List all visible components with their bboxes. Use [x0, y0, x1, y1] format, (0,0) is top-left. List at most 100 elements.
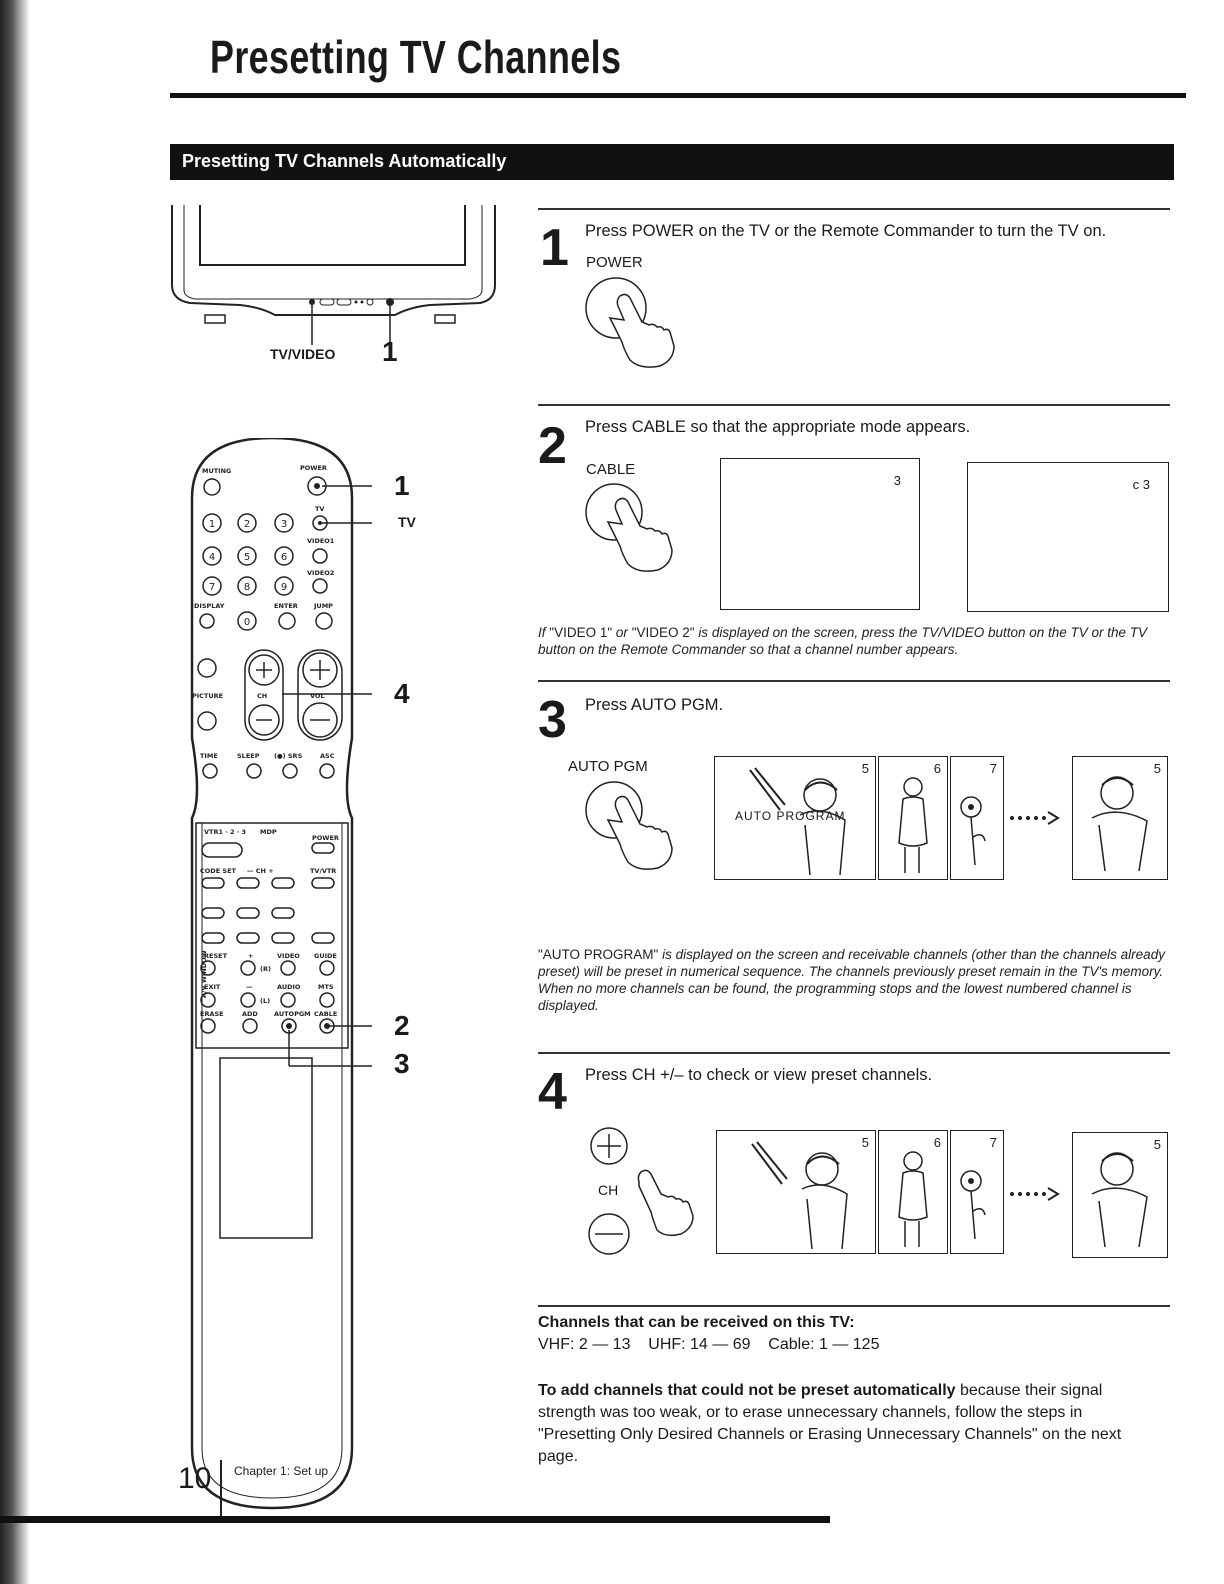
step-2-screen-a: 3	[720, 458, 920, 610]
section-header-bar: Presetting TV Channels Automatically	[170, 144, 1174, 180]
step-4-button-label: CH	[598, 1182, 619, 1198]
step-2-number: 2	[538, 417, 567, 475]
step-3-number: 3	[538, 691, 567, 749]
chapter-label: Chapter 1: Set up	[234, 1464, 329, 1478]
title-rule	[170, 93, 1186, 98]
remote-callout-1: 1	[394, 470, 410, 501]
remote-digit-5: 5	[244, 552, 250, 563]
remote-label-picture: PICTURE	[192, 692, 223, 700]
step-2-note-rest: is displayed on the screen, press the TV…	[538, 625, 1148, 657]
step-3-press-hand-icon	[585, 781, 673, 870]
remote-label-mts: MTS	[318, 983, 334, 991]
remote-label-enter: ENTER	[274, 602, 298, 610]
step-4-channel-frame-a: 5	[716, 1130, 876, 1254]
channel-ranges: VHF: 2 — 13 UHF: 14 — 69 Cable: 1 — 125	[538, 1336, 880, 1353]
remote-label-muting: MUTING	[202, 467, 231, 475]
step-4-channel-b: 6	[933, 1135, 941, 1150]
page-bottom-band	[0, 1516, 830, 1523]
step-3-text: Press AUTO PGM.	[585, 696, 724, 714]
step-1-button-label: POWER	[586, 254, 643, 271]
remote-label-exit: EXIT	[204, 983, 221, 991]
step-3-channel-a: 5	[861, 761, 869, 776]
remote-digit-6: 6	[281, 552, 287, 563]
step-2-screen-b: c 3	[967, 462, 1169, 612]
remote-label-code-set: CODE SET	[200, 867, 237, 875]
page-title: Presetting TV Channels	[210, 31, 622, 83]
add-channels-rest: because their signal strength was too we…	[538, 1382, 1122, 1465]
remote-callout-3: 3	[394, 1048, 410, 1079]
remote-label-vol: VOL	[310, 692, 325, 700]
remote-digit-7: 7	[209, 582, 215, 593]
remote-digit-3: 3	[281, 519, 287, 530]
remote-label-mdp: MDP	[260, 828, 277, 836]
remote-label-ch: CH	[257, 692, 267, 700]
remote-label-tv-vtr: TV/VTR	[310, 867, 336, 875]
step-2-text: Press CABLE so that the appropriate mode…	[585, 418, 971, 436]
step-3-channel-b: 6	[933, 761, 941, 776]
remote-label-audio: AUDIO	[277, 983, 301, 991]
remote-label-vtr-power: POWER	[312, 834, 339, 842]
step-1-rule	[538, 208, 1170, 210]
tv-front-illustration	[171, 205, 496, 345]
remote-label-guide: GUIDE	[314, 952, 337, 960]
remote-label-display: DISPLAY	[194, 602, 225, 610]
remote-digit-4: 4	[209, 552, 215, 563]
remote-digit-1: 1	[209, 519, 215, 530]
remote-label-video: VIDEO	[277, 952, 300, 960]
step-2-screen-b-channel: c 3	[1132, 477, 1150, 492]
step-4-rule	[538, 1052, 1170, 1054]
remote-digit-2: 2	[244, 519, 250, 530]
step-4-channel-d: 5	[1153, 1137, 1161, 1152]
step-2-note-or: or	[615, 625, 628, 640]
add-channels-bold: To add channels that could not be preset…	[538, 1382, 956, 1399]
step-3-sequence-arrow-icon	[1010, 811, 1060, 825]
remote-label-l: (L)	[260, 997, 270, 1005]
step-4-text: Press CH +/– to check or view preset cha…	[585, 1066, 933, 1084]
remote-label-sleep: SLEEP	[237, 752, 260, 760]
remote-commander-illustration: 1 2 3 4 5 6 7 8 9 0 MUTING POWER TV VIDE…	[190, 438, 372, 1510]
tv-callout-1: 1	[382, 336, 398, 367]
step-4-sequence-arrow-icon	[1010, 1187, 1060, 1201]
step-3-auto-program-overlay: AUTO PROGRAM	[735, 809, 846, 823]
step-2-note-video1: "VIDEO 1"	[549, 625, 613, 640]
remote-label-power: POWER	[300, 464, 327, 472]
remote-label-ch-minus-plus: — CH +	[247, 867, 274, 875]
remote-callout-4: 4	[394, 678, 410, 709]
baseball-player-icon	[751, 1141, 848, 1249]
step-3-note-line2: When no more channels can be found, the …	[538, 981, 1132, 1013]
remote-digit-0: 0	[244, 617, 250, 628]
step-2-note-video2: "VIDEO 2"	[631, 625, 695, 640]
step-4-channel-c: 7	[989, 1135, 997, 1150]
step-2-button-label: CABLE	[586, 461, 636, 478]
step-2-screen-a-channel: 3	[893, 473, 901, 488]
remote-digit-8: 8	[244, 582, 250, 593]
step-4-number: 4	[538, 1063, 567, 1121]
step-3-channel-frame-a: 5 AUTO PROGRAM	[714, 756, 876, 880]
baseball-player-icon	[749, 767, 846, 875]
remote-label-video1: VIDEO1	[307, 537, 335, 545]
step-3-note: "AUTO PROGRAM" is displayed on the scree…	[538, 946, 1170, 1014]
step-2-note: If "VIDEO 1" or "VIDEO 2" is displayed o…	[538, 624, 1168, 658]
baseball-player-repeat-icon	[1091, 776, 1148, 872]
baseball-player-repeat-icon	[1091, 1152, 1148, 1248]
section-title: Presetting TV Channels Automatically	[182, 151, 507, 171]
tv-video-label: TV/VIDEO	[270, 346, 336, 362]
remote-callout-2: 2	[394, 1010, 410, 1041]
step-1-text: Press POWER on the TV or the Remote Comm…	[585, 222, 1107, 240]
remote-label-time: TIME	[200, 752, 218, 760]
step-3-channel-c: 7	[989, 761, 997, 776]
footer-divider	[220, 1460, 222, 1520]
remote-callout-tv: TV	[398, 514, 416, 530]
step-4-channel-frame-d: 5	[1072, 1132, 1168, 1258]
remote-label-video2: VIDEO2	[307, 569, 334, 577]
remote-label-plus: +	[248, 952, 253, 960]
remote-digit-9: 9	[281, 582, 287, 593]
step-1-number: 1	[540, 219, 569, 277]
step-2-rule	[538, 404, 1170, 406]
step-2-note-pre: If	[538, 625, 546, 640]
remote-label-cable: CABLE	[314, 1010, 337, 1018]
step-3-channel-frame-d: 5	[1072, 756, 1168, 880]
remote-label-tv: TV	[315, 505, 324, 513]
remote-label-r: (R)	[260, 965, 271, 973]
step-3-note-line1: is displayed on the screen and receivabl…	[538, 947, 1165, 979]
